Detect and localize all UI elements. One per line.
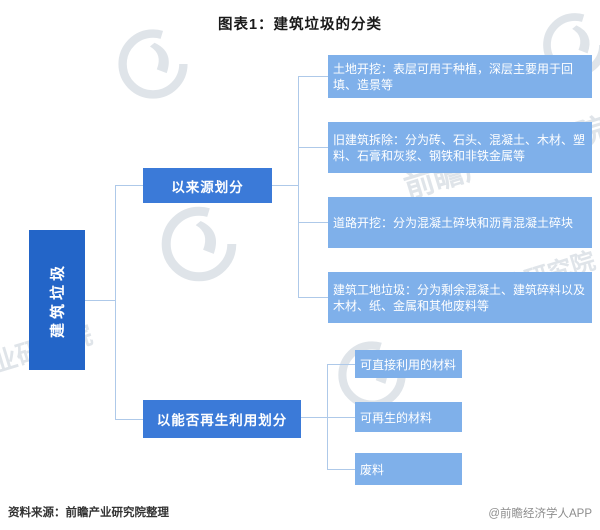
branch-node-by-source: 以来源划分 <box>143 168 272 203</box>
leaf-node-construction-site-waste: 建筑工地垃圾：分为剩余混凝土、建筑碎料以及木材、纸、金属和其他废料等 <box>328 272 592 323</box>
leaf-node-label: 道路开挖：分为混凝土碎块和沥青混凝土碎块 <box>333 215 574 230</box>
root-node-label: 建筑垃圾 <box>49 261 67 339</box>
credit-note: @前瞻经济学人APP <box>488 508 592 520</box>
branch-node-label: 以来源划分 <box>171 179 244 195</box>
leaf-node-renewable-materials: 可再生的材料 <box>355 402 462 432</box>
leaf-node-old-building-demolition: 旧建筑拆除：分为砖、石头、混凝土、木材、塑料、石膏和灰浆、钢铁和非铁金属等 <box>328 122 592 173</box>
branch-node-label: 以能否再生利用划分 <box>156 413 288 428</box>
connector-line <box>298 297 328 298</box>
connector-line <box>298 222 328 223</box>
chart-title: 图表1：建筑垃圾的分类 <box>217 17 383 33</box>
connector-line <box>327 364 328 469</box>
leaf-node-directly-usable-materials: 可直接利用的材料 <box>355 350 462 378</box>
connector-line <box>115 185 143 186</box>
branch-node-by-recyclability: 以能否再生利用划分 <box>143 400 301 438</box>
connector-line <box>298 76 299 297</box>
watermark-logo-icon <box>158 203 240 285</box>
connector-line <box>115 185 116 419</box>
leaf-node-road-excavation: 道路开挖：分为混凝土碎块和沥青混凝土碎块 <box>328 197 592 248</box>
leaf-node-label: 旧建筑拆除：分为砖、石头、混凝土、木材、塑料、石膏和灰浆、钢铁和非铁金属等 <box>333 132 586 163</box>
leaf-node-label: 可直接利用的材料 <box>360 357 457 372</box>
root-node-construction-waste: 建筑垃圾 <box>29 230 85 370</box>
leaf-node-label: 土地开挖：表层可用于种植，深层主要用于回填、造景等 <box>333 61 574 92</box>
connector-line <box>272 185 298 186</box>
connector-line <box>85 300 115 301</box>
leaf-node-label: 建筑工地垃圾：分为剩余混凝土、建筑碎料以及木材、纸、金属和其他废料等 <box>333 282 586 313</box>
source-note: 资料来源：前瞻产业研究院整理 <box>8 507 169 519</box>
connector-line <box>301 417 355 418</box>
connector-line <box>298 76 328 77</box>
connector-line <box>327 469 355 470</box>
connector-line <box>115 419 143 420</box>
leaf-node-land-excavation: 土地开挖：表层可用于种植，深层主要用于回填、造景等 <box>328 55 592 98</box>
connector-line <box>327 364 355 365</box>
leaf-node-label: 可再生的材料 <box>360 410 433 425</box>
leaf-node-label: 废料 <box>360 462 385 477</box>
connector-line <box>298 147 328 148</box>
watermark-logo-icon <box>115 26 191 102</box>
leaf-node-waste-materials: 废料 <box>355 453 462 485</box>
